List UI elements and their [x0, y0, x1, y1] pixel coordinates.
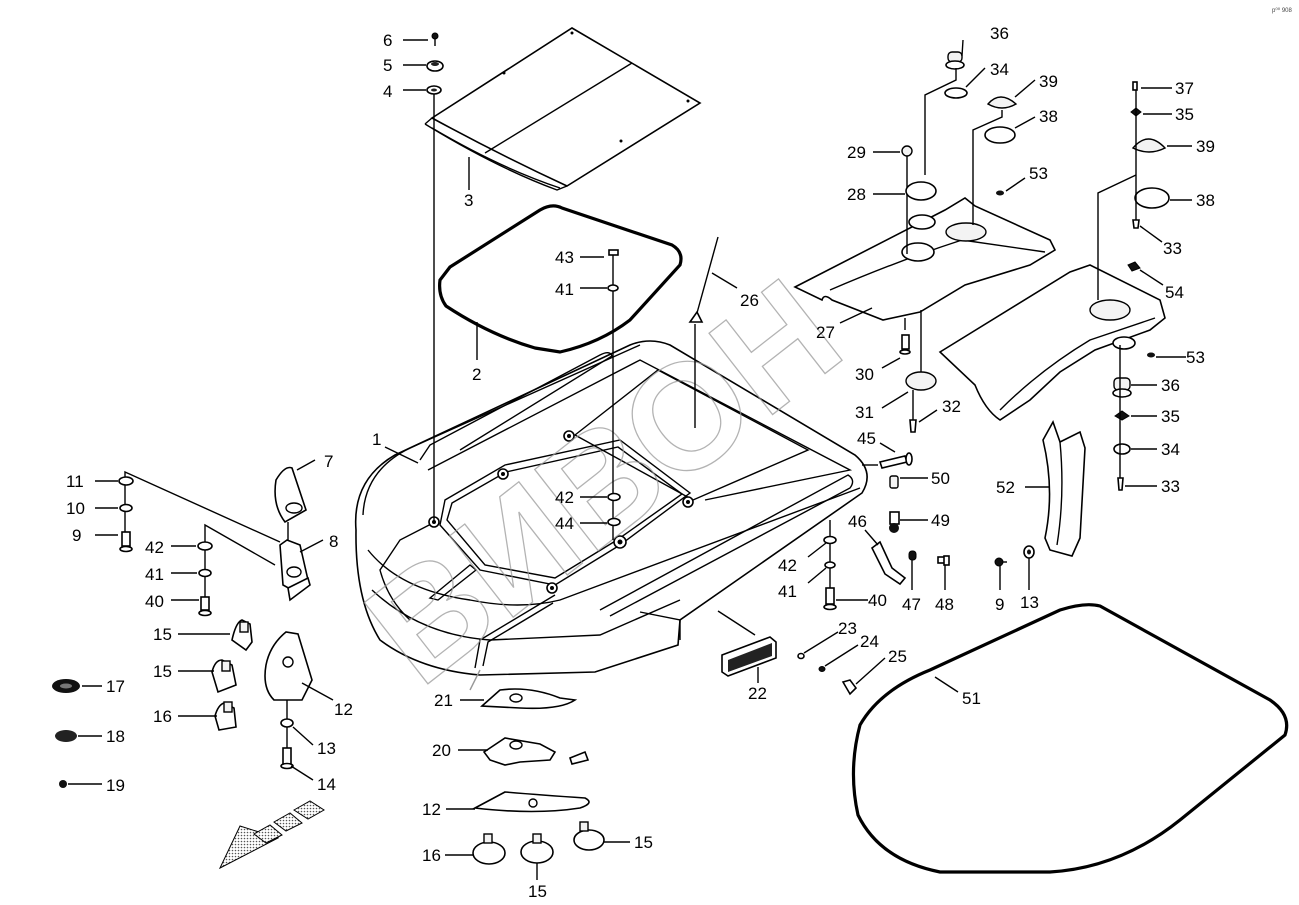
callout-39: 39: [1196, 137, 1215, 156]
callout-25: 25: [888, 647, 907, 666]
rear-cover-panel: [938, 264, 1166, 421]
callout-34: 34: [990, 60, 1009, 79]
callout-9: 9: [995, 595, 1004, 614]
callout-33: 33: [1161, 477, 1180, 496]
callout-3: 3: [464, 191, 473, 210]
callout-7: 7: [324, 452, 333, 471]
callout-37: 37: [1175, 79, 1194, 98]
callout-20: 20: [432, 741, 451, 760]
part-1-main-housing: [354, 340, 868, 676]
callout-41: 41: [555, 280, 574, 299]
callout-12: 12: [334, 700, 353, 719]
callout-35: 35: [1161, 407, 1180, 426]
callout-31: 31: [855, 403, 874, 422]
callout-9: 9: [72, 526, 81, 545]
front-direction-arrow-icon: [218, 800, 325, 870]
callout-45: 45: [857, 429, 876, 448]
callout-35: 35: [1175, 105, 1194, 124]
callout-27: 27: [816, 323, 835, 342]
callout-18: 18: [106, 727, 125, 746]
corner-code: p⁰⁰ 908: [1272, 7, 1292, 14]
callout-44: 44: [555, 514, 574, 533]
callout-6: 6: [383, 31, 392, 50]
callout-34: 34: [1161, 440, 1180, 459]
callout-19: 19: [106, 776, 125, 795]
callout-5: 5: [383, 56, 392, 75]
callout-53: 53: [1186, 348, 1205, 367]
callout-15: 15: [153, 662, 172, 681]
callout-labels: 1 2 3 4 5 6 7 8 9 10 11 12 13 14 15 15 1…: [66, 24, 1215, 901]
callout-41: 41: [145, 565, 164, 584]
part-26-antenna: [688, 236, 719, 428]
callout-36: 36: [1161, 376, 1180, 395]
callout-36: 36: [990, 24, 1009, 43]
callout-28: 28: [847, 185, 866, 204]
callout-52: 52: [996, 478, 1015, 497]
callout-53: 53: [1029, 164, 1048, 183]
callout-30: 30: [855, 365, 874, 384]
callout-42: 42: [145, 538, 164, 557]
callout-24: 24: [860, 632, 879, 651]
part-27-rear-panel: [793, 197, 1057, 321]
callout-39: 39: [1039, 72, 1058, 91]
callout-54: 54: [1165, 283, 1184, 302]
callout-50: 50: [931, 469, 950, 488]
callout-32: 32: [942, 397, 961, 416]
part-2-seal: [438, 204, 683, 354]
callout-23: 23: [838, 619, 857, 638]
callout-12: 12: [422, 800, 441, 819]
callout-17: 17: [106, 677, 125, 696]
callout-8: 8: [329, 532, 338, 551]
callout-22: 22: [748, 684, 767, 703]
callout-42: 42: [778, 556, 797, 575]
callout-26: 26: [740, 291, 759, 310]
callout-38: 38: [1196, 191, 1215, 210]
callout-10: 10: [66, 499, 85, 518]
callout-47: 47: [902, 595, 921, 614]
hardware-items: [52, 32, 1170, 865]
callout-42: 42: [555, 488, 574, 507]
callout-21: 21: [434, 691, 453, 710]
callout-4: 4: [383, 82, 392, 101]
callout-40: 40: [145, 592, 164, 611]
callout-13: 13: [1020, 593, 1039, 612]
callout-48: 48: [935, 595, 954, 614]
part-51-large-seal: [851, 603, 1289, 874]
callout-16: 16: [153, 707, 172, 726]
callout-51: 51: [962, 689, 981, 708]
part-22-reflector: [721, 636, 777, 677]
callout-16: 16: [422, 846, 441, 865]
callout-15: 15: [634, 833, 653, 852]
callout-2: 2: [472, 365, 481, 384]
callout-11: 11: [66, 472, 84, 491]
callout-13: 13: [317, 739, 336, 758]
callout-14: 14: [317, 775, 336, 794]
callout-46: 46: [848, 512, 867, 531]
callout-40: 40: [868, 591, 887, 610]
callout-15: 15: [153, 625, 172, 644]
leader-lines: [68, 39, 1192, 880]
part-52-corner-bumper: [1042, 420, 1086, 557]
callout-38: 38: [1039, 107, 1058, 126]
callout-41: 41: [778, 582, 797, 601]
callout-1: 1: [372, 430, 381, 449]
callout-43: 43: [555, 248, 574, 267]
callout-15: 15: [528, 882, 547, 901]
callout-33: 33: [1163, 239, 1182, 258]
callout-49: 49: [931, 511, 950, 530]
callout-29: 29: [847, 143, 866, 162]
part-3-lid-panel: [424, 27, 702, 191]
